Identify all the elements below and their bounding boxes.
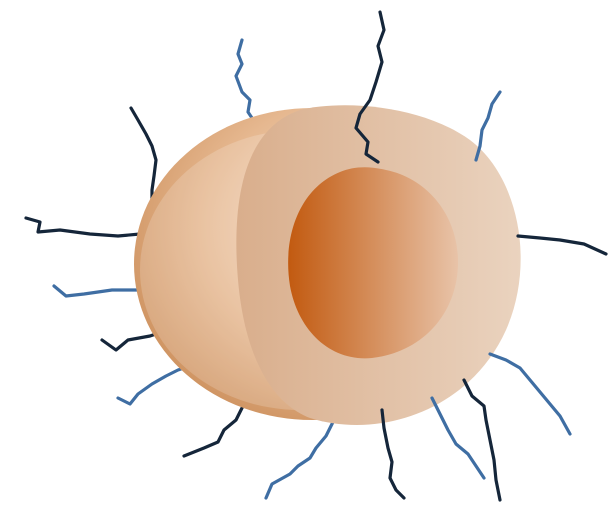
- strand: [490, 354, 570, 434]
- strand: [266, 420, 334, 498]
- strand: [382, 410, 404, 498]
- strand: [464, 380, 500, 500]
- strand: [518, 236, 606, 254]
- strand: [184, 408, 242, 456]
- strand: [432, 398, 484, 478]
- strand: [476, 92, 500, 160]
